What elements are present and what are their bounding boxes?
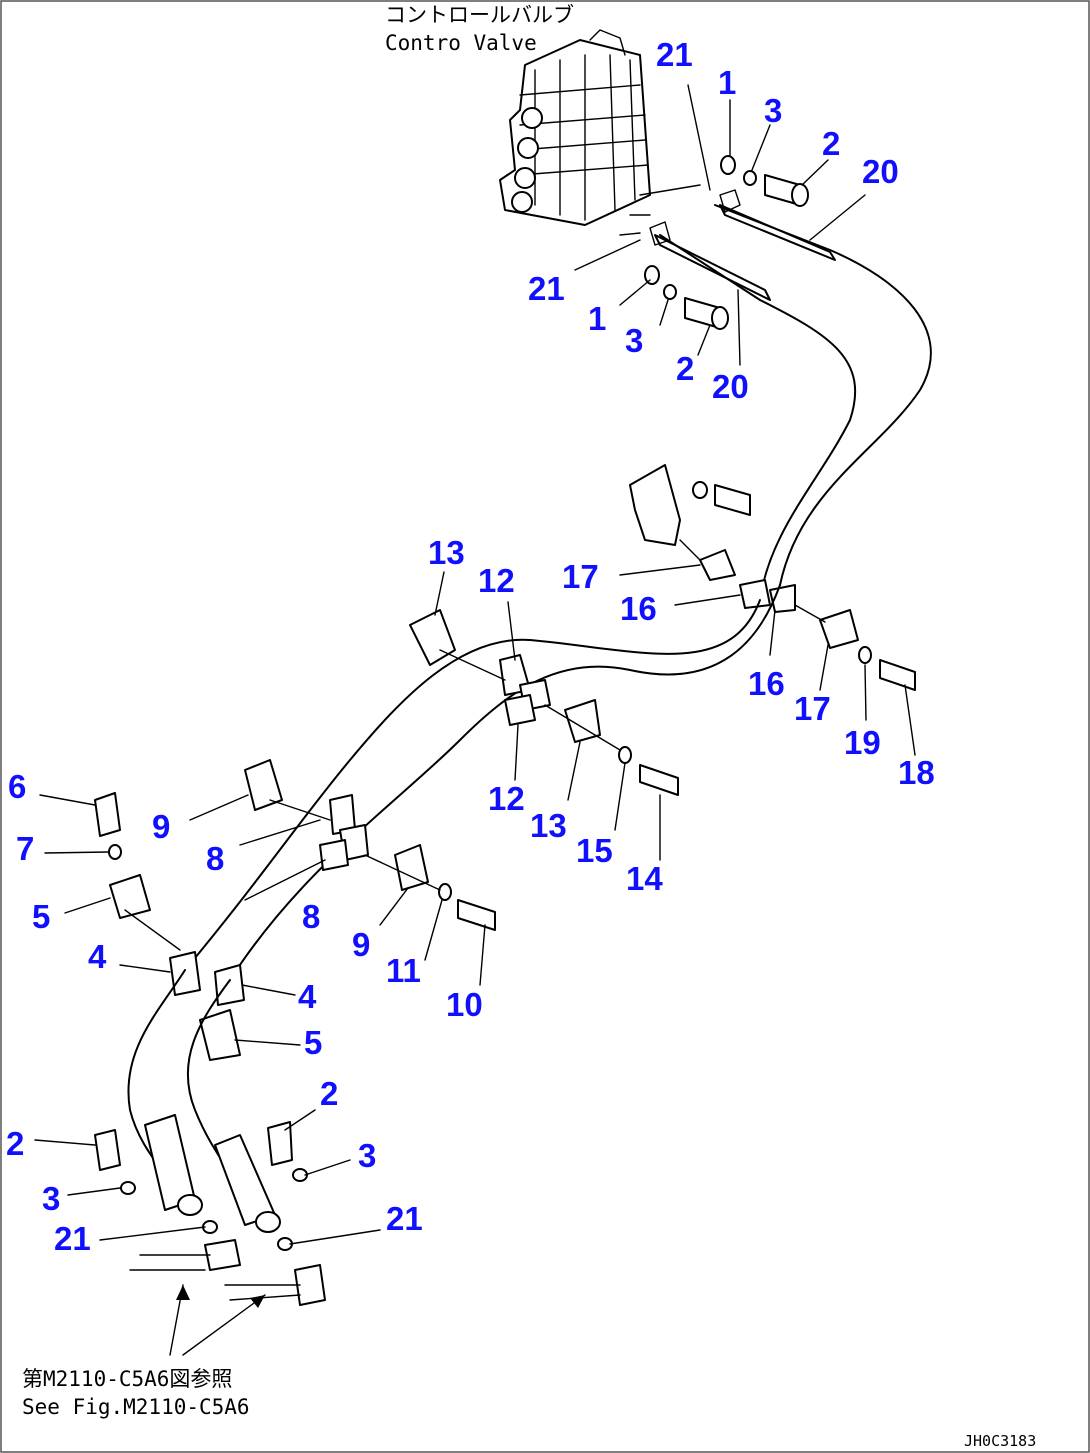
reference-note-en: See Fig.M2110-C5A6 [22, 1395, 250, 1419]
callout-label: 15 [576, 832, 613, 869]
callout-label: 14 [626, 860, 663, 897]
callout-label: 20 [862, 153, 899, 190]
callout-label: 3 [42, 1180, 60, 1217]
lower-hoses [94, 969, 326, 1306]
callout-label: 17 [794, 690, 831, 727]
callout-label: 21 [528, 270, 565, 307]
callout-label: 21 [386, 1200, 423, 1237]
callout-label: 1 [588, 300, 606, 337]
arrow-head-icon [250, 1295, 265, 1308]
lower-clamps [94, 792, 245, 1061]
callout-label: 2 [822, 125, 840, 162]
callout-label: 17 [562, 558, 599, 595]
callout-label: 4 [298, 978, 317, 1015]
callout-label: 5 [32, 898, 50, 935]
upper-hoses [619, 184, 932, 601]
middle-hoses [184, 584, 781, 981]
control-valve-title-en: Contro Valve [385, 31, 537, 55]
callout-label: 8 [206, 840, 224, 877]
reference-arrows [129, 1254, 301, 1356]
callout-label: 3 [358, 1137, 376, 1174]
callout-label: 21 [54, 1220, 91, 1257]
callout-label: 8 [302, 898, 320, 935]
callout-label: 6 [8, 768, 26, 805]
callout-label: 21 [656, 36, 693, 73]
callout-labels: 21 1 3 2 20 21 1 3 2 20 13 12 17 16 16 1… [6, 36, 935, 1257]
bracket-and-clamps [629, 464, 916, 691]
callout-label: 19 [844, 724, 881, 761]
callout-label: 10 [446, 986, 483, 1023]
callout-label: 16 [620, 590, 657, 627]
callout-label: 16 [748, 665, 785, 702]
callout-label: 3 [625, 322, 643, 359]
drawing-code: JH0C3183 [964, 1432, 1036, 1450]
control-valve-title-jp: コントロールバルブ [385, 3, 574, 27]
callout-label: 4 [88, 938, 107, 975]
callout-label: 2 [676, 350, 694, 387]
callout-label: 1 [718, 64, 736, 101]
callout-label: 9 [152, 808, 170, 845]
callout-label: 2 [320, 1075, 338, 1112]
callout-label: 9 [352, 926, 370, 963]
callout-label: 2 [6, 1125, 24, 1162]
upper-fittings [644, 155, 809, 330]
callout-label: 12 [478, 562, 515, 599]
callout-label: 20 [712, 368, 749, 405]
callout-label: 11 [386, 952, 421, 989]
callout-label: 13 [428, 534, 465, 571]
callout-label: 3 [764, 92, 782, 129]
reference-note-jp: 第M2110-C5A6図参照 [22, 1367, 232, 1391]
callout-label: 12 [488, 780, 525, 817]
arrow-head-icon [176, 1285, 190, 1300]
callout-label: 18 [898, 754, 935, 791]
callout-label: 13 [530, 807, 567, 844]
leader-lines [34, 84, 916, 1245]
control-valve [499, 29, 651, 226]
callout-label: 5 [304, 1024, 322, 1061]
callout-label: 7 [16, 830, 34, 867]
